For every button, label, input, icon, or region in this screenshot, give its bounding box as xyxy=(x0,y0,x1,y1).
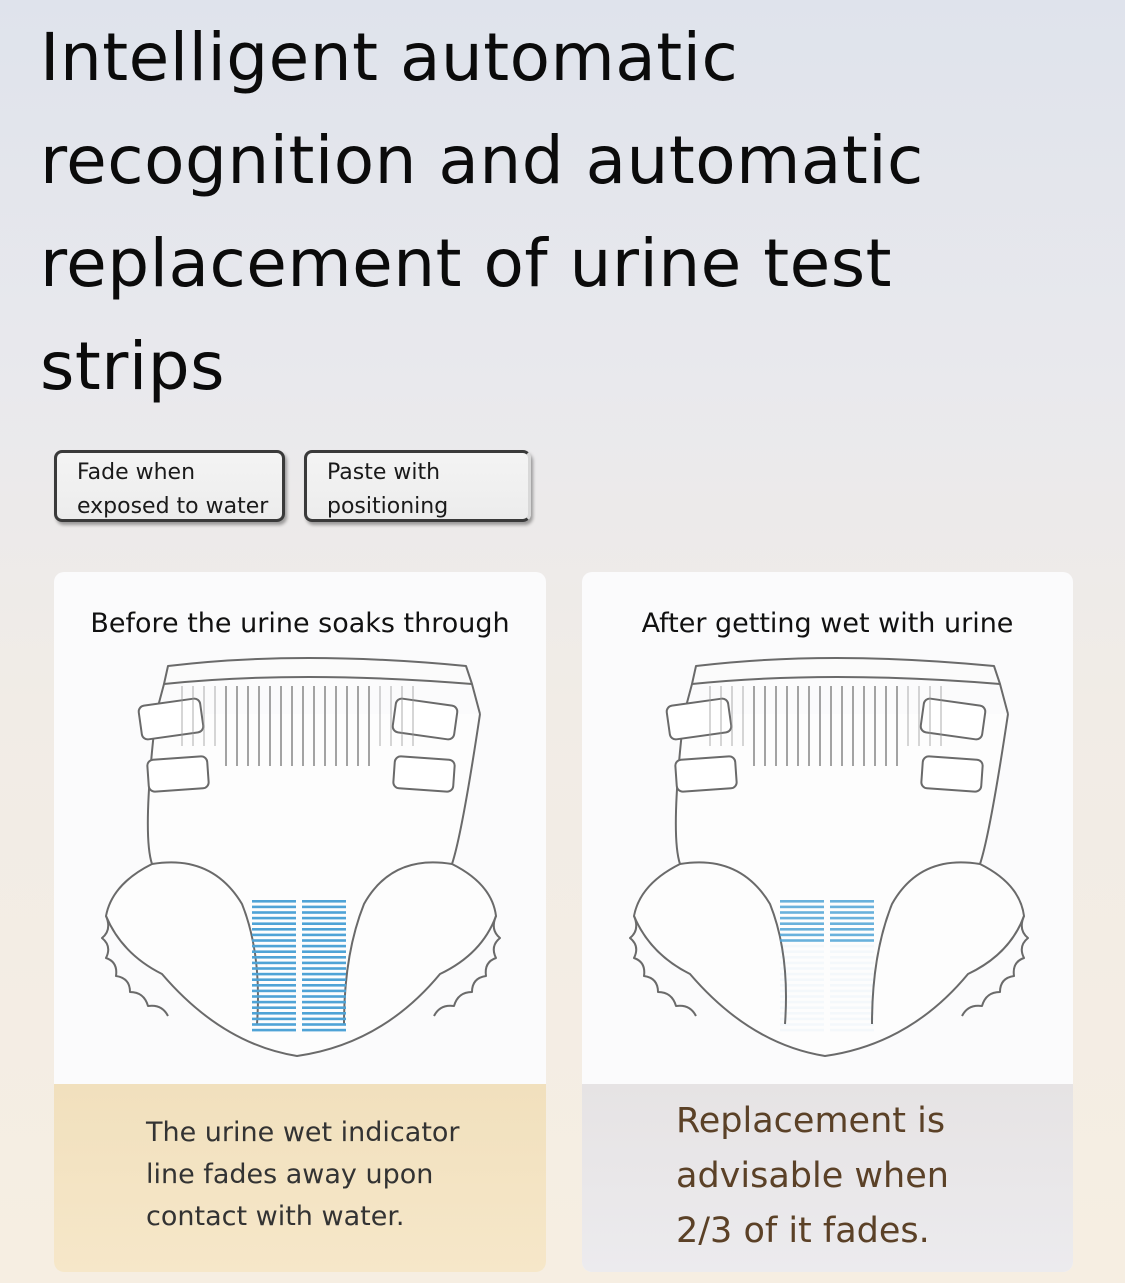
caption-after-line-1: Replacement is xyxy=(676,1101,946,1141)
tag-fade-line-2: exposed to water xyxy=(77,494,269,519)
caption-before-line-3: contact with water. xyxy=(146,1201,405,1232)
tag-fade-when-exposed: Fade when exposed to water xyxy=(54,450,285,522)
panel-before-title: Before the urine soaks through xyxy=(90,608,510,639)
diaper-after-illustration xyxy=(629,657,1029,1057)
headline: Intelligent automatic recognition and au… xyxy=(40,6,1100,418)
headline-line-4: strips xyxy=(40,328,226,405)
tag-paste-line-1: Paste with xyxy=(327,460,441,485)
tag-paste-with-positioning: Paste with positioning xyxy=(304,450,531,522)
headline-line-2: recognition and automatic xyxy=(40,122,924,199)
headline-line-1: Intelligent automatic xyxy=(40,19,739,96)
indicator-strip-after xyxy=(780,900,874,1032)
tag-fade-line-1: Fade when xyxy=(77,460,196,485)
panel-after: After getting wet with urine Replacement… xyxy=(582,572,1073,1272)
caption-after-line-3: 2/3 of it fades. xyxy=(676,1211,930,1251)
caption-before-line-2: line fades away upon xyxy=(146,1159,434,1190)
headline-line-3: replacement of urine test xyxy=(40,225,893,302)
tag-paste-line-2: positioning xyxy=(327,494,449,519)
panel-before-caption: The urine wet indicator line fades away … xyxy=(146,1112,506,1238)
panel-before: Before the urine soaks through The urine… xyxy=(54,572,546,1272)
diaper-before-illustration xyxy=(101,657,501,1057)
indicator-strip-before xyxy=(252,900,346,1032)
panel-after-caption-box: Replacement is advisable when 2/3 of it … xyxy=(582,1084,1073,1272)
panel-after-caption: Replacement is advisable when 2/3 of it … xyxy=(676,1094,1056,1259)
panel-after-title: After getting wet with urine xyxy=(641,608,1014,639)
caption-after-line-2: advisable when xyxy=(676,1156,949,1196)
caption-before-line-1: The urine wet indicator xyxy=(146,1117,460,1148)
panel-before-caption-box: The urine wet indicator line fades away … xyxy=(54,1084,546,1272)
